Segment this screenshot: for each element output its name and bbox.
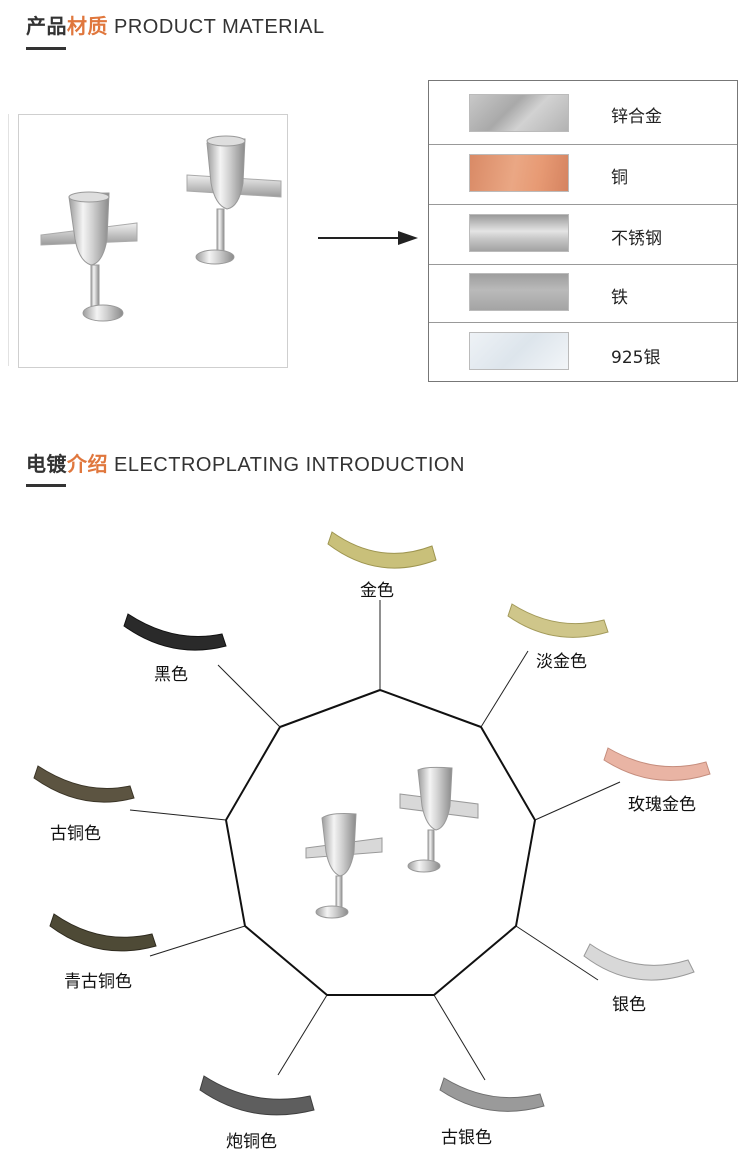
divider (8, 114, 9, 366)
finish-label-silver: 银色 (612, 995, 646, 1015)
cufflinks-image (40, 135, 282, 322)
left-cufflink (40, 191, 138, 322)
silver-925-swatch (469, 332, 569, 370)
material-row-silver-925: 925银 (429, 322, 737, 381)
finish-label-antique-bronze: 古铜色 (50, 824, 101, 844)
arrow-line (318, 237, 400, 239)
swatch-silver (583, 943, 695, 981)
plating-diagram (33, 531, 711, 1116)
finish-label-rose-gold: 玫瑰金色 (628, 795, 696, 815)
swatch-gold (327, 531, 437, 569)
material-label: 铜 (611, 168, 628, 188)
material-table: 锌合金 铜 不锈钢 铁 925银 (428, 80, 738, 382)
arrow-right-icon (398, 231, 418, 245)
iron-swatch (469, 273, 569, 311)
swatch-rose-gold (603, 747, 711, 781)
material-row-iron: 铁 (429, 264, 737, 323)
connector-lines (129, 600, 621, 1081)
material-title-underline (26, 47, 66, 50)
material-label: 锌合金 (611, 107, 662, 127)
swatch-antique-silver (439, 1077, 545, 1112)
finish-label-antique-silver: 古银色 (441, 1128, 492, 1148)
nonagon-frame (224, 688, 537, 996)
material-row-copper: 铜 (429, 144, 737, 205)
finish-label-gunmetal: 炮铜色 (226, 1132, 277, 1152)
center-cufflinks (305, 766, 479, 919)
finish-label-black: 黑色 (154, 665, 188, 685)
stainless-steel-swatch (469, 214, 569, 252)
finish-label-gold: 金色 (360, 581, 394, 601)
material-row-stainless-steel: 不锈钢 (429, 204, 737, 265)
copper-swatch (469, 154, 569, 192)
swatch-light-gold (507, 603, 609, 638)
swatch-green-bronze (49, 913, 157, 952)
zinc-alloy-swatch (469, 94, 569, 132)
material-label: 不锈钢 (611, 229, 662, 249)
product-photo (18, 114, 288, 368)
finish-label-green-bronze: 青古铜色 (64, 972, 132, 992)
finish-label-light-gold: 淡金色 (536, 652, 587, 672)
material-label: 925银 (611, 348, 661, 368)
swatch-black (123, 613, 227, 651)
material-label: 铁 (611, 288, 628, 308)
swatch-antique-bronze (33, 765, 135, 803)
swatch-gunmetal (199, 1075, 315, 1116)
material-row-zinc-alloy: 锌合金 (429, 81, 737, 145)
right-cufflink (186, 135, 282, 265)
plating-title-underline (26, 484, 66, 487)
